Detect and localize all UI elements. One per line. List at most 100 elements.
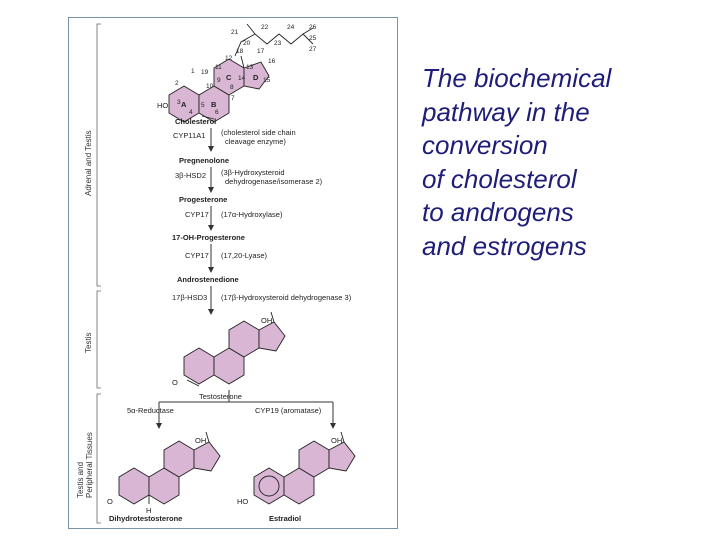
label-dihydrotestosterone: Dihydrotestosterone bbox=[109, 514, 182, 523]
label-17-oh-progesterone: 17-OH-Progesterone bbox=[172, 233, 245, 242]
t-oh-bond bbox=[270, 311, 275, 323]
ho-group-estradiol: HO bbox=[237, 497, 248, 506]
atom-1: 1 bbox=[191, 68, 195, 75]
cholesterol-structure bbox=[168, 23, 314, 123]
atom-14: 14 bbox=[238, 75, 246, 82]
caption-line-4: of cholesterol bbox=[422, 163, 577, 194]
label-testosterone: Testosterone bbox=[199, 392, 242, 401]
atom-20: 20 bbox=[243, 40, 251, 47]
side-chain-branch-25 bbox=[302, 27, 314, 35]
atom-3: 3 bbox=[177, 99, 181, 106]
o-group-testosterone: O bbox=[172, 378, 178, 387]
oh-group-testosterone: OH bbox=[261, 316, 272, 325]
caption-line-2: pathway in the bbox=[422, 96, 590, 127]
ring-label-b: B bbox=[211, 100, 217, 109]
atom-8: 8 bbox=[230, 84, 234, 91]
atom-27: 27 bbox=[309, 46, 317, 53]
e-ring-d bbox=[328, 441, 356, 472]
atom-17: 17 bbox=[257, 48, 265, 55]
enzyme-cyp17-b: CYP17 bbox=[185, 251, 209, 260]
t-ring-a bbox=[183, 347, 215, 385]
enzyme-cyp19: CYP19 (aromatase) bbox=[255, 406, 322, 415]
section-label-peripheral-2: Peripheral Tissues bbox=[85, 432, 94, 498]
atom-24: 24 bbox=[287, 24, 295, 31]
atom-26: 26 bbox=[309, 24, 317, 31]
enzyme-cyp17-a-desc: (17α-Hydroxylase) bbox=[221, 210, 283, 219]
enzyme-17b-hsd3: 17β-HSD3 bbox=[172, 293, 207, 302]
atom-numbers: 21 22 24 26 20 23 25 27 18 17 12 16 11 1… bbox=[175, 24, 317, 116]
estradiol-structure bbox=[253, 431, 356, 505]
atom-22: 22 bbox=[261, 24, 269, 31]
atom-21: 21 bbox=[231, 29, 239, 36]
atom-6: 6 bbox=[215, 109, 219, 116]
oh-group-estradiol: OH bbox=[331, 436, 342, 445]
enzyme-3b-hsd2-desc-1: (3β-Hydroxysteroid bbox=[221, 168, 285, 177]
section-brackets bbox=[96, 23, 101, 524]
caption-line-5: to androgens bbox=[422, 197, 574, 227]
ho-group-cholesterol: HO bbox=[157, 101, 168, 110]
enzyme-cyp17-b-desc: (17,20-Lyase) bbox=[221, 251, 267, 260]
enzyme-cyp11a1-desc-1: (cholesterol side chain bbox=[221, 128, 296, 137]
bracket-testis bbox=[96, 290, 101, 389]
section-label-adrenal-testis: Adrenal and Testis bbox=[84, 130, 93, 196]
enzyme-cyp17-a: CYP17 bbox=[185, 210, 209, 219]
oh-group-dht: OH bbox=[195, 436, 206, 445]
atom-15: 15 bbox=[263, 77, 271, 84]
atom-13: 13 bbox=[246, 64, 254, 71]
section-label-testis: Testis bbox=[84, 333, 93, 353]
dht-ring-a bbox=[118, 467, 150, 505]
atom-25: 25 bbox=[309, 35, 317, 42]
label-cholesterol: Cholesterol bbox=[175, 117, 216, 126]
atom-7: 7 bbox=[231, 95, 235, 102]
enzyme-3b-hsd2-desc-2: dehydrogenase/isomerase 2) bbox=[225, 177, 323, 186]
methyl-18 bbox=[240, 55, 245, 69]
label-progesterone: Progesterone bbox=[179, 195, 227, 204]
ring-label-d: D bbox=[253, 73, 259, 82]
enzyme-17b-hsd3-desc: (17β-Hydroxysteroid dehydrogenase 3) bbox=[221, 293, 352, 302]
label-pregnenolone: Pregnenolone bbox=[179, 156, 229, 165]
testosterone-structure bbox=[183, 311, 286, 387]
atom-16: 16 bbox=[268, 58, 276, 65]
atom-4: 4 bbox=[189, 109, 193, 116]
dht-ring-d bbox=[193, 441, 221, 472]
enzyme-3b-hsd2: 3β-HSD2 bbox=[175, 171, 206, 180]
e-ring-a bbox=[253, 467, 285, 505]
caption-line-3: conversion bbox=[422, 130, 548, 160]
e-oh-bond bbox=[340, 431, 345, 443]
enzyme-5a-reductase: 5α-Reductase bbox=[127, 406, 174, 415]
side-chain-branch-25b bbox=[302, 33, 314, 45]
t-double-bond bbox=[186, 379, 200, 387]
label-androstenedione: Androstenedione bbox=[177, 275, 239, 284]
ring-label-a: A bbox=[181, 100, 187, 109]
enzyme-cyp11a1: CYP11A1 bbox=[173, 131, 205, 140]
atom-23: 23 bbox=[274, 40, 282, 47]
caption-line-1: The biochemical bbox=[422, 63, 612, 93]
slide-caption: The biochemical pathway in the conversio… bbox=[422, 62, 712, 263]
bracket-adrenal-testis bbox=[96, 23, 101, 287]
side-chain bbox=[234, 33, 304, 57]
enzyme-cyp11a1-desc-2: cleavage enzyme) bbox=[225, 137, 286, 146]
atom-9: 9 bbox=[217, 77, 221, 84]
t-ring-d bbox=[258, 321, 286, 352]
ring-d bbox=[243, 61, 270, 90]
atom-12: 12 bbox=[225, 55, 233, 62]
dht-structure bbox=[118, 431, 221, 505]
atom-11: 11 bbox=[215, 64, 222, 71]
pathway-figure: Adrenal and Testis Testis Testis and Per… bbox=[68, 17, 398, 529]
dht-oh-bond bbox=[205, 431, 210, 443]
o-group-dht: O bbox=[107, 497, 113, 506]
atom-18: 18 bbox=[236, 48, 244, 55]
atom-19: 19 bbox=[201, 69, 209, 76]
caption-line-6: and estrogens bbox=[422, 230, 587, 261]
ring-label-c: C bbox=[226, 73, 232, 82]
bracket-peripheral bbox=[96, 393, 101, 524]
atom-2: 2 bbox=[175, 80, 179, 87]
side-chain-branch-20 bbox=[246, 23, 256, 35]
atom-5: 5 bbox=[201, 102, 205, 109]
atom-10: 10 bbox=[206, 83, 214, 90]
pathway-diagram: Adrenal and Testis Testis Testis and Per… bbox=[76, 23, 356, 524]
label-estradiol: Estradiol bbox=[269, 514, 301, 523]
section-label-peripheral-1: Testis and bbox=[76, 462, 85, 498]
h-group-dht: H bbox=[146, 506, 151, 515]
